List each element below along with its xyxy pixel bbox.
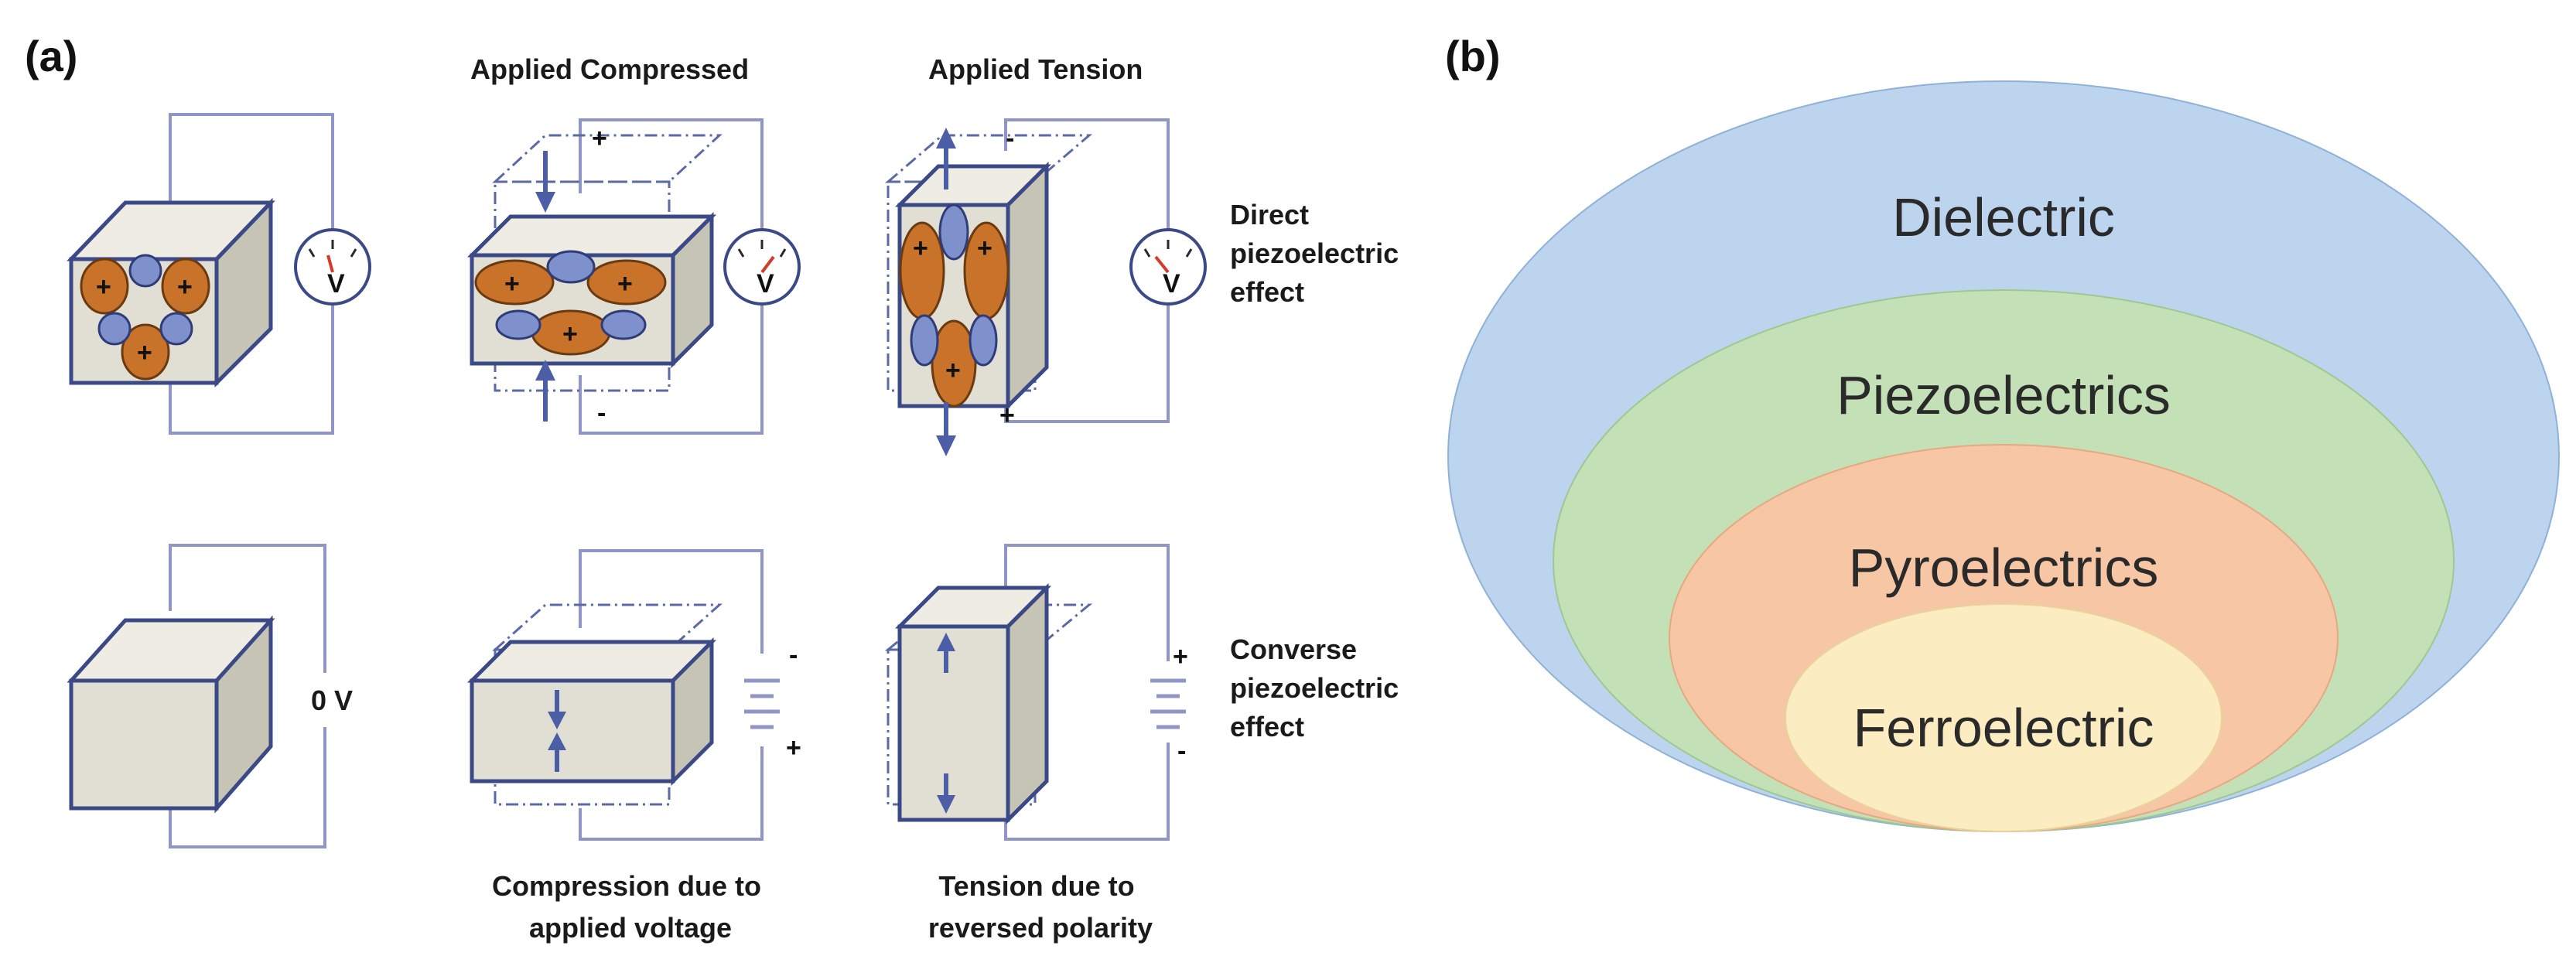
svg-text:+: + [96, 272, 111, 302]
applied-tension-title: Applied Tension [928, 53, 1143, 85]
panel-b-label: (b) [1445, 32, 1501, 80]
pyroelectrics-label: Pyroelectrics [1849, 538, 2159, 598]
compression-caption: Compression due to applied voltage [492, 870, 769, 944]
svg-text:+: + [137, 338, 152, 367]
charge-cluster-stretched: + + + [899, 203, 1010, 408]
row1-col3-tension-crystal: + + + - + V [884, 118, 1207, 456]
row2-col3-converse-tension: + - [884, 544, 1188, 841]
direct-effect-caption: Direct piezoelectric effect [1230, 199, 1406, 308]
svg-text:+: + [177, 272, 193, 302]
dielectric-label: Dielectric [1892, 187, 2115, 248]
svg-text:+: + [504, 269, 520, 299]
panel-a-label: (a) [25, 32, 77, 80]
svg-text:+: + [786, 733, 801, 763]
svg-text:-: - [789, 640, 798, 670]
svg-text:+: + [945, 356, 961, 385]
svg-text:-: - [1177, 736, 1186, 766]
ferroelectric-region [1785, 603, 2222, 832]
row1-col1-unstressed-crystal: + + + V [67, 113, 371, 435]
compression-arrow-bottom [535, 360, 555, 422]
svg-text:-: - [597, 398, 606, 428]
piezoelectrics-label: Piezoelectrics [1836, 365, 2171, 425]
svg-text:V: V [1163, 269, 1180, 299]
row2-col2-converse-compression: - + [466, 549, 801, 841]
dielectric-nesting-diagram: Dielectric Piezoelectrics Pyroelectrics … [1447, 80, 2560, 832]
row2-col1-no-voltage-crystal: 0 V [67, 544, 353, 848]
svg-text:+: + [592, 124, 607, 153]
svg-text:+: + [977, 234, 992, 263]
converse-effect-caption: Converse piezoelectric effect [1230, 633, 1406, 743]
svg-text:+: + [1173, 642, 1188, 671]
svg-text:+: + [617, 269, 633, 299]
battery-icon [743, 665, 781, 743]
battery-icon [1149, 665, 1187, 743]
tension-arrow-bottom [936, 402, 956, 456]
svg-text:V: V [327, 269, 345, 299]
voltmeter-icon: V [294, 228, 371, 306]
applied-compressed-title: Applied Compressed [470, 53, 749, 85]
zero-volt-label: 0 V [311, 685, 353, 716]
charge-cluster-compressed: + + + [474, 250, 667, 356]
ferroelectric-label: Ferroelectric [1853, 698, 2154, 758]
tension-arrow-top [936, 128, 956, 189]
svg-text:-: - [1006, 124, 1014, 153]
compression-arrow-top [535, 151, 555, 213]
svg-text:+: + [562, 319, 578, 349]
svg-text:+: + [913, 234, 928, 263]
tension-caption: Tension due to reversed polarity [928, 870, 1153, 944]
svg-text:V: V [757, 269, 774, 299]
row1-col2-compressed-crystal: + + + + - V [466, 118, 801, 435]
charge-cluster-neutral: + + + [80, 254, 210, 381]
voltmeter-icon: V [723, 228, 801, 306]
svg-text:+: + [999, 401, 1015, 430]
voltmeter-icon: V [1129, 228, 1207, 306]
